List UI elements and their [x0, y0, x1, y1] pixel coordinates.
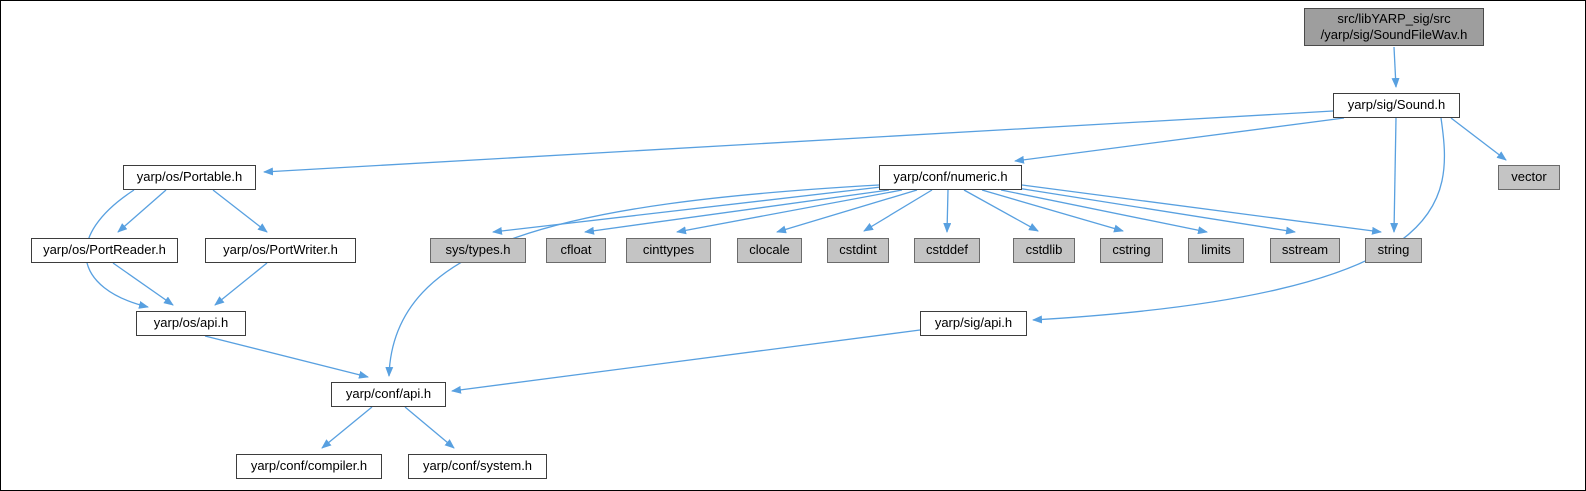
- edge-sound-to-numeric: [1014, 117, 1345, 164]
- edge-portreader-to-osapi: [112, 262, 174, 306]
- edge-sigapi-to-confapi: [451, 329, 921, 394]
- node-sys-types-h: sys/types.h: [430, 238, 526, 263]
- edge-sound-to-portable: [263, 110, 1334, 176]
- edge-numeric-to-string: [1021, 184, 1382, 235]
- node-cstddef: cstddef: [914, 238, 980, 263]
- node-yarp-conf-numeric-h[interactable]: yarp/conf/numeric.h: [879, 165, 1022, 190]
- edge-numeric-to-cstring: [981, 189, 1124, 233]
- edge-portwriter-to-osapi: [214, 262, 268, 306]
- node-yarp-conf-system-h[interactable]: yarp/conf/system.h: [408, 454, 547, 479]
- node-yarp-sig-api-h[interactable]: yarp/sig/api.h: [920, 311, 1027, 336]
- node-clocale: clocale: [737, 238, 802, 263]
- node-sstream: sstream: [1270, 238, 1340, 263]
- edge-numeric-to-systypes: [492, 186, 882, 235]
- edge-sound-to-sigapi: [1032, 117, 1446, 324]
- node-cfloat: cfloat: [546, 238, 606, 263]
- node-yarp-sig-sound-h[interactable]: yarp/sig/Sound.h: [1333, 93, 1460, 118]
- edge-numeric-to-sstream: [1016, 187, 1296, 235]
- node-yarp-os-api-h[interactable]: yarp/os/api.h: [136, 311, 246, 336]
- edge-portable-to-portwriter: [212, 189, 268, 233]
- node-yarp-os-portwriter-h[interactable]: yarp/os/PortWriter.h: [205, 238, 356, 263]
- edge-numeric-to-cstdint: [863, 189, 933, 232]
- node-soundfilewav-h: src/libYARP_sig/src /yarp/sig/SoundFileW…: [1304, 8, 1484, 46]
- edge-numeric-to-cstddef: [943, 189, 952, 233]
- edge-portable-to-portreader: [117, 189, 167, 233]
- node-string: string: [1365, 238, 1422, 263]
- node-cinttypes: cinttypes: [626, 238, 711, 263]
- edge-numeric-to-cfloat: [584, 189, 890, 235]
- node-cstring: cstring: [1100, 238, 1163, 263]
- edge-numeric-to-limits: [1000, 189, 1208, 235]
- node-limits: limits: [1188, 238, 1244, 263]
- edge-osapi-to-confapi: [204, 335, 369, 379]
- edge-numeric-to-clocale: [776, 189, 918, 234]
- edge-numeric-to-confapi: [385, 184, 880, 377]
- edge-numeric-to-cstdlib: [963, 189, 1039, 232]
- node-yarp-os-portable-h[interactable]: yarp/os/Portable.h: [123, 165, 256, 190]
- node-yarp-conf-compiler-h[interactable]: yarp/conf/compiler.h: [236, 454, 382, 479]
- node-cstdlib: cstdlib: [1013, 238, 1075, 263]
- edge-confapi-to-compiler: [321, 406, 373, 449]
- node-cstdint: cstdint: [827, 238, 889, 263]
- node-yarp-conf-api-h[interactable]: yarp/conf/api.h: [331, 382, 446, 407]
- node-yarp-os-portreader-h[interactable]: yarp/os/PortReader.h: [31, 238, 178, 263]
- edge-sound-to-vector: [1450, 117, 1507, 161]
- edge-numeric-to-cinttypes: [676, 189, 903, 235]
- edge-sound-to-string: [1390, 117, 1399, 233]
- edge-soundfilewav-to-sound: [1391, 46, 1400, 88]
- node-vector: vector: [1498, 165, 1560, 190]
- edge-confapi-to-system: [404, 406, 455, 449]
